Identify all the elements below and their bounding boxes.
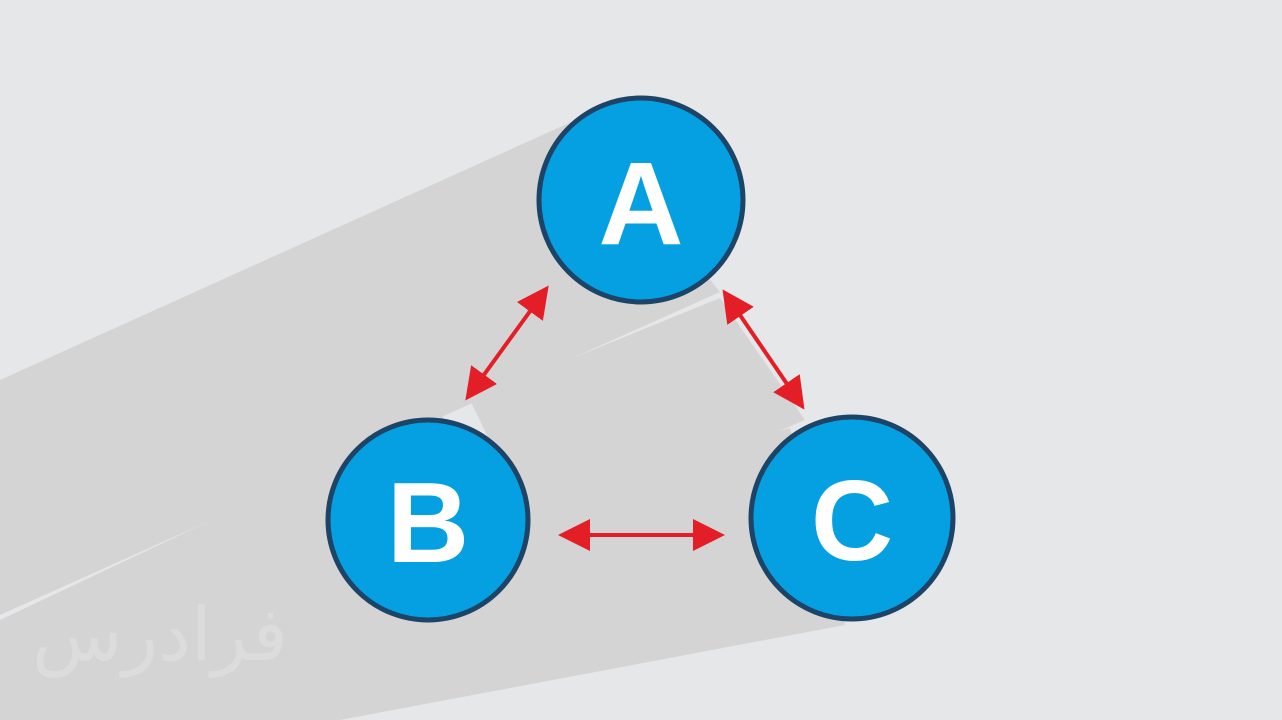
node-a-label: A: [598, 138, 683, 270]
arrow-a-b: [465, 285, 549, 401]
node-c-circle: [748, 414, 956, 622]
shadow-center-band: [470, 298, 805, 535]
arrow-a-c: [722, 289, 805, 410]
node-c-label: C: [811, 458, 893, 585]
node-a-circle: [536, 95, 746, 305]
node-b: B: [325, 417, 531, 623]
watermark-logo: فرادرس: [32, 592, 288, 678]
edges: [465, 285, 805, 551]
shadow-node-a: [0, 118, 720, 615]
node-c: C: [748, 414, 956, 622]
node-b-label: B: [387, 460, 469, 587]
node-a: A: [536, 95, 746, 305]
node-b-circle: [325, 417, 531, 623]
